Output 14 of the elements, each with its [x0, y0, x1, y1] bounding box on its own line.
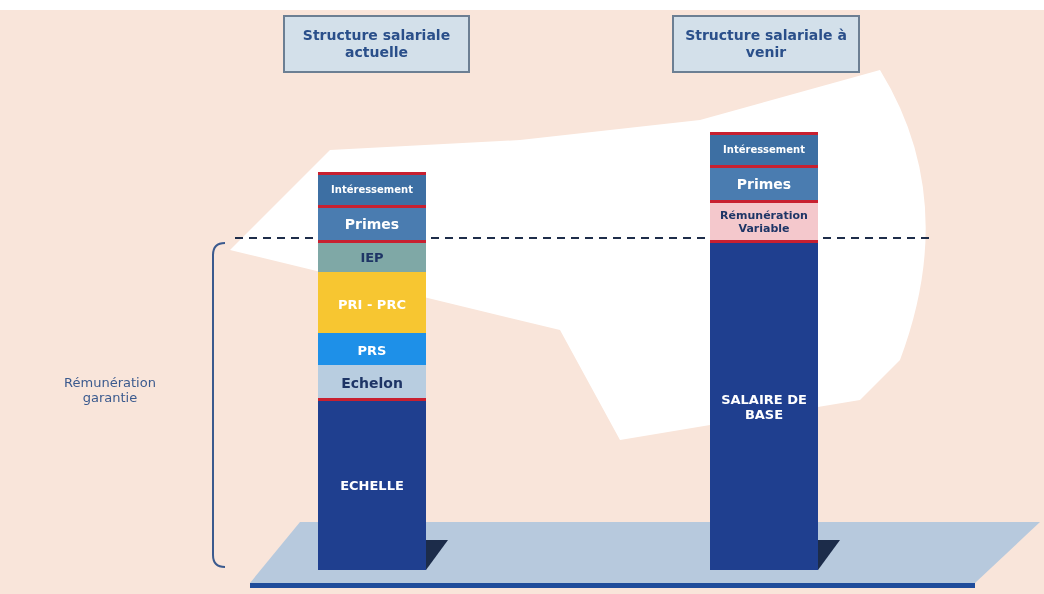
bar-segment: Intéressement [710, 132, 818, 165]
bracket-label: Rémunération garantie [63, 375, 157, 405]
bar-segment: IEP [318, 240, 426, 272]
bar-segment: Intéressement [318, 172, 426, 205]
heading-box: Structure salariale à venir [672, 15, 860, 73]
bar-segment: Primes [710, 165, 818, 200]
heading-box: Structure salariale actuelle [283, 15, 470, 73]
bar-segment: Rémunération Variable [710, 200, 818, 240]
bar-segment: PRS [318, 333, 426, 365]
bar-segment: Primes [318, 205, 426, 240]
bar-segment: SALAIRE DE BASE [710, 240, 818, 570]
bar-segment: ECHELLE [318, 398, 426, 570]
bar-segment: Echelon [318, 365, 426, 398]
bar-segment: PRI - PRC [318, 272, 426, 333]
